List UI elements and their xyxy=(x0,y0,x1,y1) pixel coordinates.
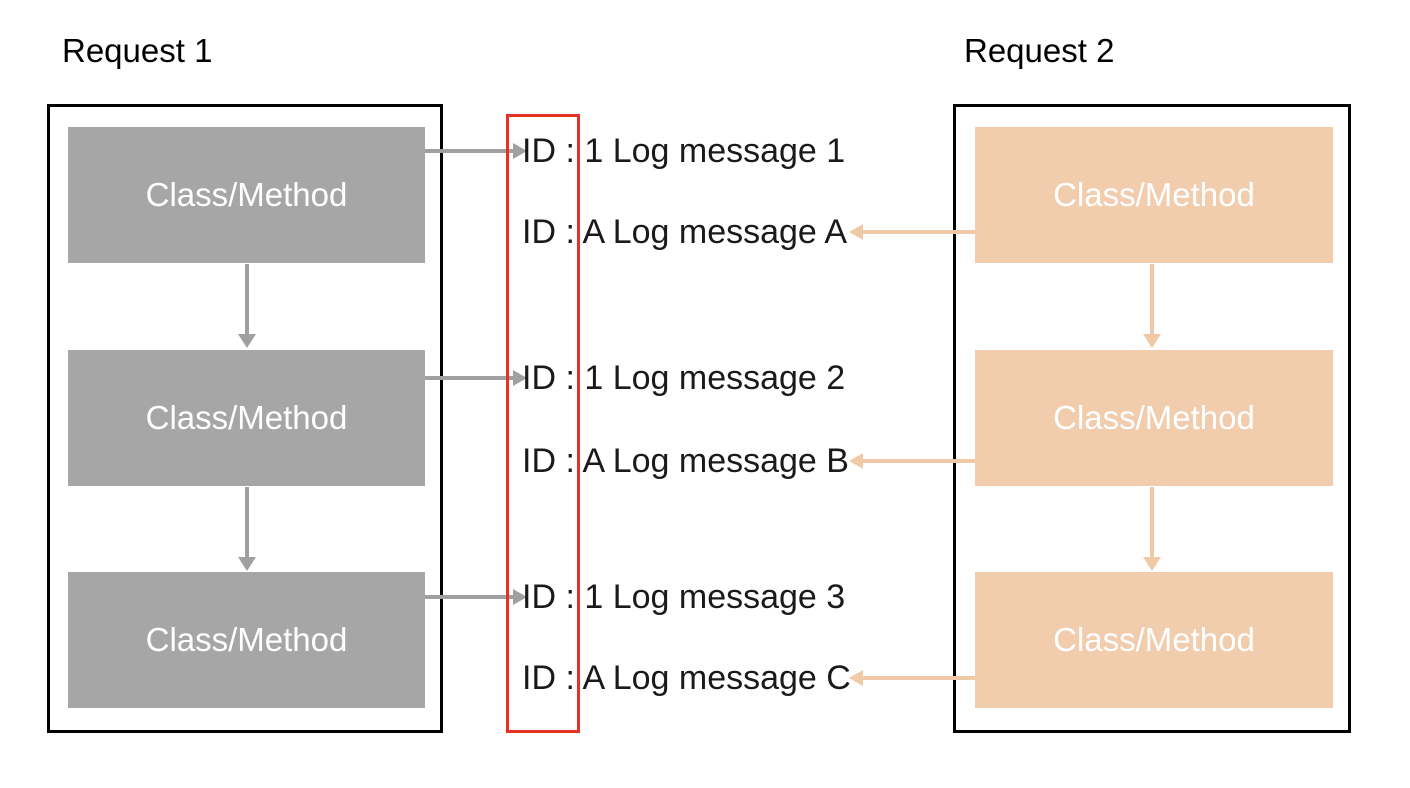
request1-box-3: Class/Method xyxy=(68,572,425,708)
request1-box-2-label: Class/Method xyxy=(145,399,348,436)
id-highlight-box xyxy=(506,114,580,733)
request1-title: Request 1 xyxy=(62,32,213,69)
request2-title: Request 2 xyxy=(964,32,1115,69)
request2-box-1-label: Class/Method xyxy=(1053,176,1255,213)
request1-box-2: Class/Method xyxy=(68,350,425,486)
request2-flow-line-2 xyxy=(1150,487,1154,557)
log-line-4: ID : A Log message B xyxy=(522,442,849,480)
log-line-6: ID : A Log message C xyxy=(522,659,851,697)
request1-flow-line-2 xyxy=(245,487,249,557)
arrow-down-icon xyxy=(1143,557,1161,571)
request2-box-3-label: Class/Method xyxy=(1053,621,1255,658)
request1-flow-line-1 xyxy=(245,264,249,334)
arrow-right-icon xyxy=(513,143,527,159)
request2-container xyxy=(953,104,1351,733)
request2-log-connector-1 xyxy=(863,230,975,234)
request2-box-2: Class/Method xyxy=(975,350,1333,486)
arrow-left-icon xyxy=(849,224,863,240)
log-line-1: ID : 1 Log message 1 xyxy=(522,132,846,170)
request2-box-3: Class/Method xyxy=(975,572,1333,708)
arrow-right-icon xyxy=(513,589,527,605)
request2-box-1: Class/Method xyxy=(975,127,1333,263)
request2-log-connector-2 xyxy=(863,459,975,463)
request2-log-connector-3 xyxy=(863,676,975,680)
arrow-down-icon xyxy=(238,557,256,571)
arrow-left-icon xyxy=(849,453,863,469)
arrow-down-icon xyxy=(1143,334,1161,348)
log-line-2: ID : A Log message A xyxy=(522,213,848,251)
request1-log-connector-2 xyxy=(425,376,513,380)
request1-box-1: Class/Method xyxy=(68,127,425,263)
arrow-down-icon xyxy=(238,334,256,348)
log-line-5: ID : 1 Log message 3 xyxy=(522,578,846,616)
request1-container xyxy=(47,104,443,733)
request2-flow-line-1 xyxy=(1150,264,1154,334)
arrow-left-icon xyxy=(849,670,863,686)
arrow-right-icon xyxy=(513,370,527,386)
request1-box-1-label: Class/Method xyxy=(145,176,348,213)
log-line-3: ID : 1 Log message 2 xyxy=(522,359,846,397)
request2-box-2-label: Class/Method xyxy=(1053,399,1255,436)
request1-log-connector-1 xyxy=(425,149,513,153)
request1-box-3-label: Class/Method xyxy=(145,621,348,658)
request1-log-connector-3 xyxy=(425,595,513,599)
